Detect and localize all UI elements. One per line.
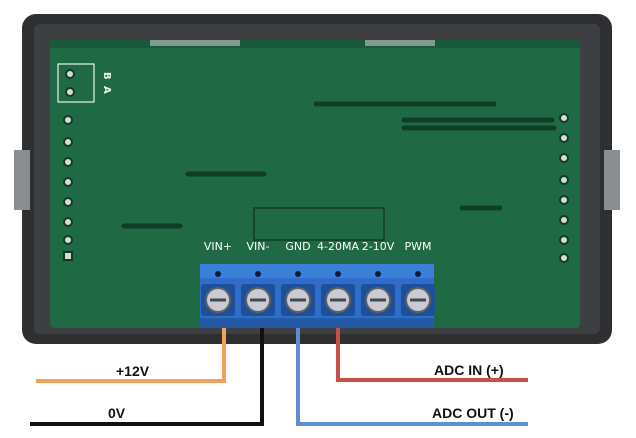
silk-label-b: B	[101, 72, 112, 80]
terminal-hole	[215, 271, 221, 277]
terminal-label-pwm: PWM	[404, 240, 431, 253]
terminal-hole	[415, 271, 421, 277]
terminal-hole	[295, 271, 301, 277]
terminal-label-gnd: GND	[285, 240, 310, 253]
wire-0v	[30, 328, 264, 426]
wire-label-adc-out: ADC OUT (-)	[432, 405, 514, 421]
terminal-hole	[335, 271, 341, 277]
right-pin-header	[559, 113, 569, 263]
terminal-label-vin-: VIN+	[204, 240, 232, 253]
silk-label-a: A	[101, 86, 112, 94]
terminal-label-4-20ma: 4-20MA	[317, 240, 359, 253]
ab-header	[57, 63, 95, 103]
left-pin-header	[63, 115, 73, 261]
wire-12v	[36, 328, 226, 383]
terminal-hole	[255, 271, 261, 277]
wire-label-adc-in: ADC IN (+)	[434, 362, 504, 378]
wires	[30, 328, 528, 426]
wire-adc-out	[296, 328, 528, 426]
pcb	[50, 40, 580, 328]
pcb-traces	[121, 101, 557, 229]
terminal-label-2-10v: 2-10V	[362, 240, 395, 253]
terminal-hole	[375, 271, 381, 277]
wire-label-0v: 0V	[108, 405, 126, 421]
wire-adc-in	[336, 328, 528, 382]
silk-box	[253, 207, 385, 241]
terminal-label-vin-: VIN-	[247, 240, 270, 253]
wire-label-12v: +12V	[116, 363, 150, 379]
